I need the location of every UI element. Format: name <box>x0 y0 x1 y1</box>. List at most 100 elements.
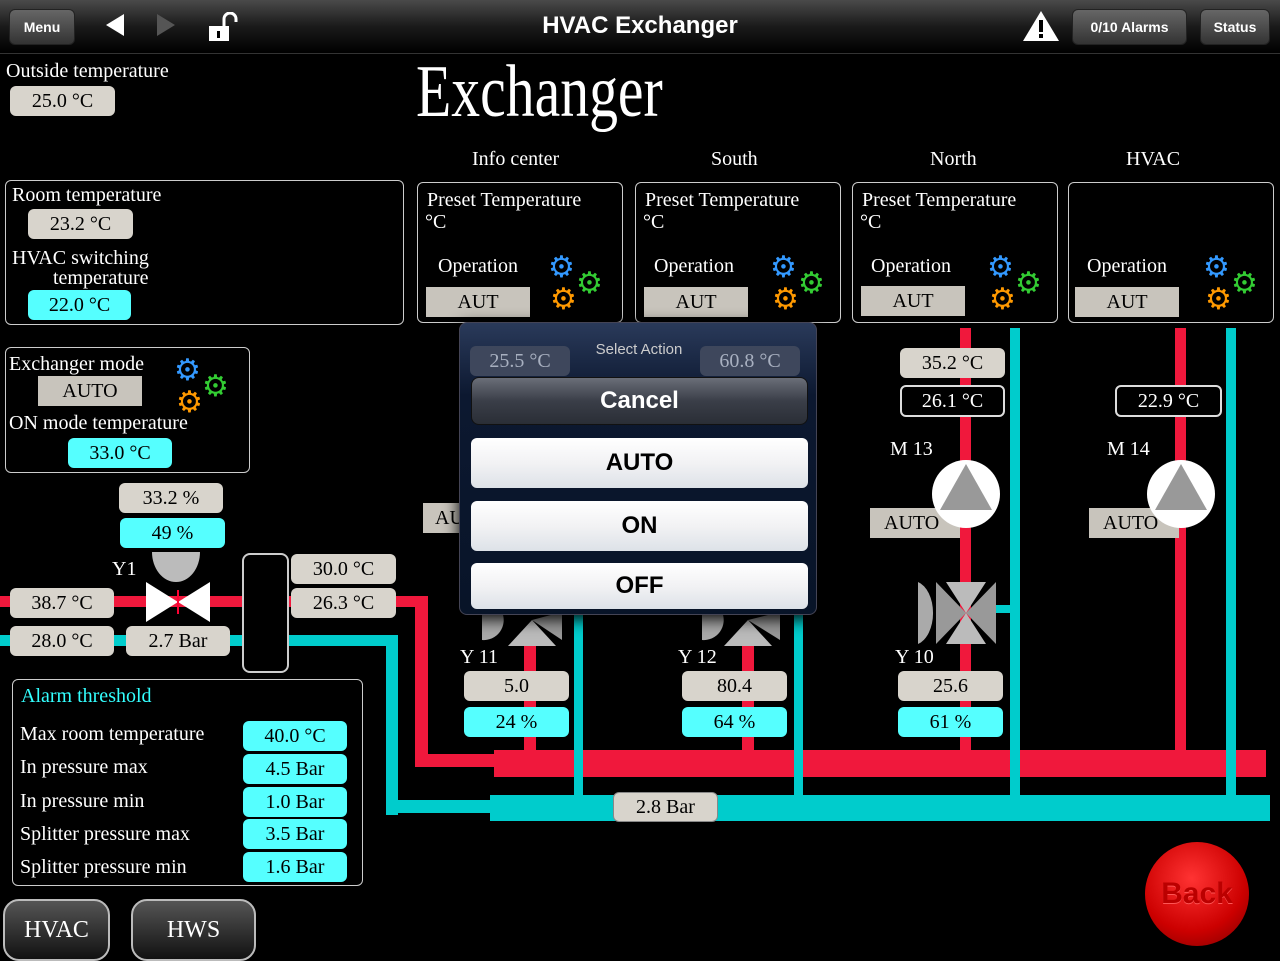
back-arrow-icon[interactable] <box>106 14 124 36</box>
preset-temperature-label: Preset Temperature <box>862 189 1017 211</box>
column-header-north: North <box>930 148 977 170</box>
unit-label: °C <box>425 211 447 233</box>
switching-label-2: temperature <box>53 267 149 289</box>
valve-y12-icon[interactable] <box>700 612 782 653</box>
return-pipe <box>794 600 803 795</box>
operation-mode-button[interactable]: AUT <box>426 287 530 317</box>
south-temperature: 60.8 °C <box>700 346 800 376</box>
menu-button[interactable]: Menu <box>9 9 75 45</box>
popup-title: Select Action <box>595 341 683 358</box>
option-off-button[interactable]: OFF <box>471 563 808 609</box>
pump-m14-label: M 14 <box>1107 438 1150 460</box>
north-temperature-2: 26.1 °C <box>900 385 1005 417</box>
threshold-label: Max room temperature <box>20 723 205 745</box>
threshold-label: In pressure max <box>20 756 148 778</box>
threshold-input[interactable]: 4.5 Bar <box>243 754 347 784</box>
alarms-button[interactable]: 0/10 Alarms <box>1072 9 1187 45</box>
gears-icon: ⚙⚙⚙ <box>770 251 825 316</box>
valve-y11-value: 5.0 <box>464 671 569 701</box>
threshold-input[interactable]: 1.6 Bar <box>243 852 347 882</box>
unit-panel-info-center: Preset Temperature °C Operation AUT ⚙⚙⚙ <box>417 182 623 323</box>
valve-y10-value: 25.6 <box>898 671 1003 701</box>
cancel-button[interactable]: Cancel <box>471 377 808 425</box>
option-on-button[interactable]: ON <box>471 501 808 551</box>
warning-icon[interactable] <box>1022 10 1060 47</box>
switching-label: HVAC switching <box>12 247 149 269</box>
threshold-label: In pressure min <box>20 790 145 812</box>
valve-y10-setpoint[interactable]: 61 % <box>898 707 1003 737</box>
room-panel: Room temperature 23.2 °C HVAC switching … <box>5 180 404 325</box>
supply-pipe <box>960 328 971 750</box>
supply-temperature-value: 38.7 °C <box>10 588 114 618</box>
operation-label: Operation <box>1087 255 1167 277</box>
info-center-temperature: 25.5 °C <box>470 346 570 376</box>
unit-panel-south: Preset Temperature °C Operation AUT ⚙⚙⚙ <box>635 182 841 323</box>
pump-m14-icon[interactable] <box>1145 458 1217 535</box>
column-header-hvac: HVAC <box>1126 148 1181 170</box>
supply-header-pipe <box>494 750 1266 777</box>
back-button[interactable]: Back <box>1145 842 1249 946</box>
valve-y12-value: 80.4 <box>682 671 787 701</box>
unlock-icon[interactable] <box>208 11 238 42</box>
threshold-input[interactable]: 1.0 Bar <box>243 787 347 817</box>
tab-hvac[interactable]: HVAC <box>3 899 110 961</box>
threshold-label: Splitter pressure min <box>20 856 187 878</box>
top-bar: Menu HVAC Exchanger 0/10 Alarms Status <box>0 0 1280 54</box>
valve-y11-label: Y 11 <box>460 646 498 668</box>
page-title: Exchanger <box>416 51 663 133</box>
return-pipe <box>386 635 398 815</box>
exchanger-mode-button[interactable]: AUTO <box>38 376 142 406</box>
threshold-label: Splitter pressure max <box>20 823 190 845</box>
operation-mode-button[interactable]: AUT <box>1075 287 1179 317</box>
return-pipe <box>574 600 583 795</box>
outside-temperature-label: Outside temperature <box>6 60 169 82</box>
exchanger-in-temperature: 26.3 °C <box>291 588 396 618</box>
threshold-input[interactable]: 3.5 Bar <box>243 819 347 849</box>
room-temperature-label: Room temperature <box>12 184 162 206</box>
return-pipe <box>1226 328 1236 795</box>
operation-label: Operation <box>871 255 951 277</box>
exchanger-out-temperature: 30.0 °C <box>291 554 396 584</box>
return-pipe <box>386 800 496 813</box>
preset-temperature-label: Preset Temperature <box>427 189 582 211</box>
switching-temperature-input[interactable]: 22.0 °C <box>28 290 131 320</box>
on-mode-temperature-input[interactable]: 33.0 °C <box>68 438 172 468</box>
y1-position-value: 33.2 % <box>119 483 223 513</box>
y1-label: Y1 <box>112 558 137 580</box>
north-temperature-1: 35.2 °C <box>900 348 1005 378</box>
window-title: HVAC Exchanger <box>542 12 738 39</box>
tab-hws[interactable]: HWS <box>131 899 256 961</box>
return-temperature-value: 28.0 °C <box>10 626 114 656</box>
heat-exchanger <box>242 553 289 673</box>
status-button[interactable]: Status <box>1200 9 1270 45</box>
preset-temperature-label: Preset Temperature <box>645 189 800 211</box>
forward-arrow-icon[interactable] <box>157 14 175 36</box>
operation-mode-button[interactable]: AUT <box>644 287 748 317</box>
unit-panel-north: Preset Temperature °C Operation AUT ⚙⚙⚙ <box>852 182 1058 323</box>
operation-mode-button[interactable]: AUT <box>861 286 965 316</box>
room-temperature-value: 23.2 °C <box>28 209 133 239</box>
gears-icon: ⚙⚙⚙ <box>1203 251 1258 316</box>
threshold-input[interactable]: 40.0 °C <box>243 721 347 751</box>
column-header-info-center: Info center <box>472 148 560 170</box>
pump-m13-icon[interactable] <box>930 458 1002 535</box>
gears-icon: ⚙⚙⚙ <box>548 251 603 316</box>
operation-label: Operation <box>654 255 734 277</box>
gears-icon: ⚙⚙⚙ <box>987 251 1042 316</box>
valve-y1-icon[interactable] <box>144 550 212 635</box>
y1-setpoint-input[interactable]: 49 % <box>120 518 225 548</box>
valve-y11-setpoint[interactable]: 24 % <box>464 707 569 737</box>
return-pipe <box>1010 328 1020 795</box>
hvac-temperature: 22.9 °C <box>1115 385 1222 417</box>
supply-pipe <box>0 596 242 607</box>
column-header-south: South <box>711 148 758 170</box>
valve-y11-icon[interactable] <box>480 612 562 653</box>
option-auto-button[interactable]: AUTO <box>471 438 808 488</box>
exchanger-mode-panel: Exchanger mode AUTO ⚙⚙⚙ ON mode temperat… <box>5 347 250 473</box>
pump-m13-label: M 13 <box>890 438 933 460</box>
valve-y12-setpoint[interactable]: 64 % <box>682 707 787 737</box>
valve-y10-icon[interactable] <box>916 580 998 651</box>
unit-label: °C <box>643 211 665 233</box>
supply-pipe <box>415 754 505 767</box>
bypass-pipe <box>995 605 1015 613</box>
